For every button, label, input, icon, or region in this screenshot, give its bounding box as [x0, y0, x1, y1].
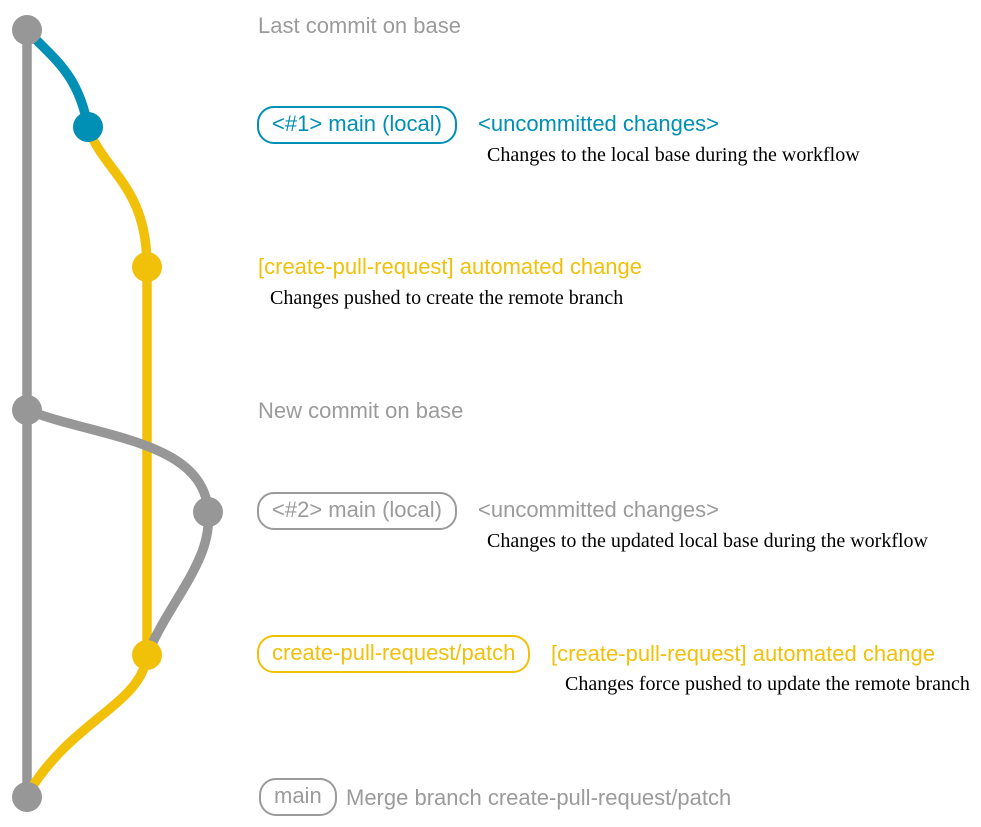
- branch-badge-main-local-2: <#2> main (local): [257, 492, 457, 531]
- commit-message-automated-change-1: [create-pull-request] automated change: [258, 254, 643, 279]
- commit-last-on-base: [12, 15, 42, 45]
- commit-merge-on-main: [12, 782, 42, 812]
- note-updated-local-base-changes: Changes to the updated local base during…: [487, 530, 928, 552]
- local-main-1-branch: [23, 26, 93, 128]
- git-graph: [12, 15, 223, 812]
- local-main-2-to-patch: [142, 511, 214, 657]
- commit-message-last-commit-on-base: Last commit on base: [258, 13, 461, 38]
- branch-badge-create-pull-request-patch: create-pull-request/patch: [257, 635, 531, 674]
- branch-badge-main: main: [259, 778, 337, 817]
- commit-local-main-2: [193, 497, 223, 527]
- commit-automated-change-1: [132, 252, 162, 282]
- create-pull-request-patch-branch: [83, 125, 152, 655]
- commit-message-merge-branch: Merge branch create-pull-request/patch: [346, 785, 732, 810]
- note-changes-pushed-create-remote-branch: Changes pushed to create the remote bran…: [270, 287, 624, 309]
- commit-local-main-1: [73, 112, 103, 142]
- commit-message-uncommitted-changes-2: <uncommitted changes>: [478, 497, 719, 522]
- base-to-local-main-2: [25, 405, 213, 513]
- commit-message-automated-change-2: [create-pull-request] automated change: [551, 641, 936, 666]
- commit-automated-change-2: [132, 640, 162, 670]
- branch-badge-main-local-1: <#1> main (local): [257, 106, 457, 145]
- commit-message-uncommitted-changes-1: <uncommitted changes>: [478, 111, 719, 136]
- commit-new-on-base: [12, 395, 42, 425]
- note-local-base-changes: Changes to the local base during the wor…: [487, 144, 860, 166]
- merge-patch-into-main: [21, 654, 152, 800]
- commit-message-new-commit-on-base: New commit on base: [258, 398, 464, 423]
- note-changes-force-pushed-update-remote-branch: Changes force pushed to update the remot…: [565, 673, 970, 695]
